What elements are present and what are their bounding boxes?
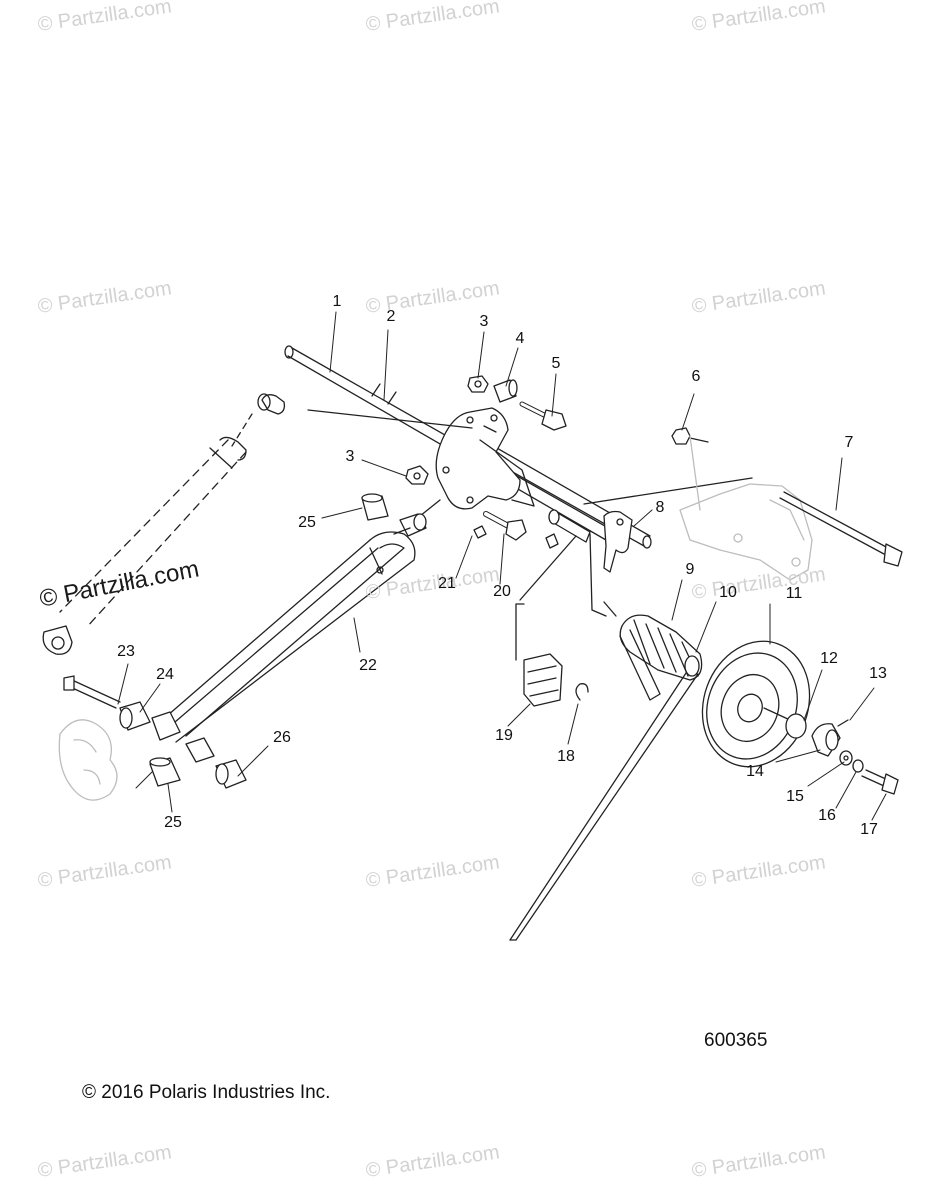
- copyright-notice: © 2016 Polaris Industries Inc.: [82, 1082, 331, 1103]
- callout-25b: 25: [164, 814, 182, 831]
- callout-21: 21: [438, 575, 456, 592]
- callout-16: 16: [818, 807, 836, 824]
- rear-bracket-faded: [58, 435, 813, 801]
- torsion-spring: [509, 533, 703, 941]
- callout-4: 4: [515, 330, 525, 347]
- long-bolt: [779, 491, 903, 567]
- rear-arm: [151, 527, 416, 763]
- callout-11: 11: [785, 585, 803, 602]
- diagram-number: 600365: [704, 1030, 768, 1051]
- callout-10: 10: [719, 584, 737, 601]
- front-arm-shaft: [284, 345, 753, 573]
- callout-19: 19: [495, 727, 513, 744]
- callout-6: 6: [691, 368, 701, 385]
- callout-20: 20: [493, 583, 511, 600]
- callout-15: 15: [786, 788, 804, 805]
- shock-absorber: [42, 393, 286, 655]
- callout-9: 9: [685, 561, 695, 578]
- callout-3b: 3: [345, 448, 355, 465]
- callout-26: 26: [273, 729, 291, 746]
- callout-23: 23: [117, 643, 135, 660]
- callout-25: 25: [298, 514, 316, 531]
- hardware: [63, 375, 709, 789]
- callout-7: 7: [844, 434, 854, 451]
- callout-5: 5: [551, 355, 561, 372]
- callout-14: 14: [746, 763, 764, 780]
- callout-3: 3: [479, 313, 489, 330]
- callout-2: 2: [386, 308, 396, 325]
- callout-13: 13: [869, 665, 887, 682]
- idler-wheel: [701, 640, 899, 795]
- leader-lines: [117, 311, 887, 821]
- callout-8: 8: [655, 499, 665, 516]
- callout-24: 24: [156, 666, 174, 683]
- callout-1: 1: [332, 293, 342, 310]
- callout-17: 17: [860, 821, 878, 838]
- callout-18: 18: [557, 748, 575, 765]
- callout-12: 12: [820, 650, 838, 667]
- callout-22: 22: [359, 657, 377, 674]
